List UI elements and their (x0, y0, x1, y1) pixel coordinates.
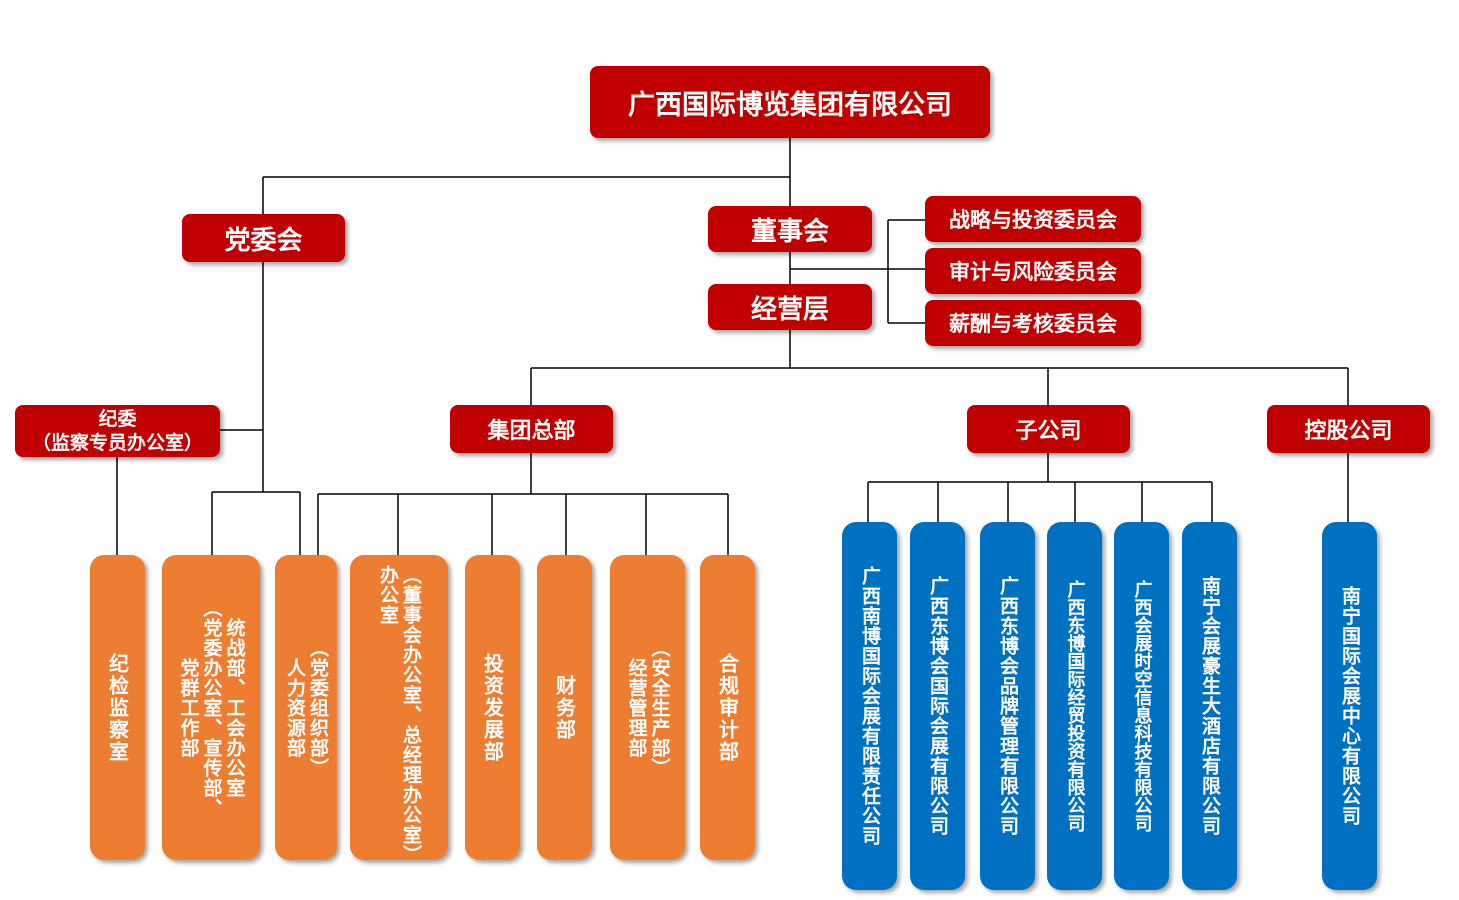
company-nanbo-international-expo: 广西南博国际会展有限责任公司 (842, 522, 897, 890)
node-strategy-committee: 战略与投资委员会 (925, 196, 1141, 242)
node-label: 纪委 (98, 408, 137, 430)
dept-operations-management: （安全生产部） 经营管理部 (610, 555, 685, 860)
dept-sublabel: 党群工作部 (177, 657, 200, 758)
company-label: 广西东博会国际会展有限公司 (927, 576, 949, 836)
dept-sublabel: （党委组织部） (307, 637, 329, 778)
node-label: 集团总部 (487, 419, 576, 444)
node-label: 董事会 (750, 216, 829, 247)
dept-office: （董事会办公室、总经理办公室） 办公室 (350, 555, 448, 865)
node-discipline-committee: 纪委 （监察专员办公室） (15, 405, 220, 457)
node-subsidiaries: 子公司 (967, 405, 1130, 453)
dept-human-resources: （党委组织部） 人力资源部 (275, 555, 337, 860)
dept-finance: 财务部 (537, 555, 592, 860)
company-label: 广西南博国际会展有限责任公司 (859, 566, 881, 846)
node-group-hq: 集团总部 (450, 405, 613, 453)
node-label: 审计与风险委员会 (949, 260, 1117, 284)
node-sublabel: （监察专员办公室） (31, 432, 203, 454)
node-label: 战略与投资委员会 (949, 208, 1117, 232)
company-howard-johnson-hotel: 南宁会展豪生大酒店有限公司 (1182, 522, 1237, 890)
dept-sublabel: （董事会办公室、总经理办公室） (400, 565, 422, 865)
dept-label: 合规审计部 (715, 652, 740, 763)
company-dongbo-trade-investment: 广西东博国际经贸投资有限公司 (1047, 522, 1102, 890)
company-label: 广西东博会品牌管理有限公司 (997, 576, 1019, 836)
dept-label: 投资发展部 (480, 652, 505, 763)
dept-label: 办公室 (377, 565, 399, 625)
node-group-company: 广西国际博览集团有限公司 (590, 66, 990, 138)
dept-sublabel: （党委办公室、宣传部、 (200, 597, 223, 818)
dept-label: 经营管理部 (625, 657, 648, 758)
node-holdings: 控股公司 (1267, 405, 1430, 453)
node-label: 薪酬与考核委员会 (949, 312, 1117, 336)
company-expo-spacetime-tech: 广西会展时空信息科技有限公司 (1114, 522, 1169, 890)
dept-investment-development: 投资发展部 (465, 555, 520, 860)
node-management: 经营层 (708, 284, 872, 330)
dept-united-front: 统战部、工会办公室 （党委办公室、宣传部、 党群工作部 (162, 555, 260, 860)
company-nanning-expo-center: 南宁国际会展中心有限公司 (1322, 522, 1377, 890)
node-label: 党委会 (224, 225, 303, 256)
node-label: 控股公司 (1304, 419, 1393, 444)
dept-discipline-inspection: 纪检监察室 (90, 555, 145, 860)
dept-compliance-audit: 合规审计部 (700, 555, 755, 860)
dept-label: 财务部 (552, 674, 577, 741)
dept-sublabel: （安全生产部） (648, 637, 671, 778)
company-dongbo-international-expo: 广西东博会国际会展有限公司 (910, 522, 965, 890)
dept-label: 统战部、工会办公室 (223, 617, 246, 798)
company-label: 南宁国际会展中心有限公司 (1339, 586, 1361, 826)
node-label: 广西国际博览集团有限公司 (628, 89, 952, 121)
company-dongbo-brand-management: 广西东博会品牌管理有限公司 (980, 522, 1035, 890)
node-label: 经营层 (750, 294, 829, 325)
company-label: 广西会展时空信息科技有限公司 (1131, 580, 1153, 832)
node-compensation-committee: 薪酬与考核委员会 (925, 300, 1141, 346)
company-label: 南宁会展豪生大酒店有限公司 (1199, 576, 1221, 836)
company-label: 广西东博国际经贸投资有限公司 (1064, 580, 1086, 832)
node-party-committee: 党委会 (182, 214, 345, 262)
dept-label: 人力资源部 (284, 657, 306, 758)
dept-label: 纪检监察室 (105, 652, 130, 763)
node-label: 子公司 (1015, 419, 1082, 444)
node-audit-risk-committee: 审计与风险委员会 (925, 248, 1141, 294)
node-board: 董事会 (708, 206, 872, 252)
